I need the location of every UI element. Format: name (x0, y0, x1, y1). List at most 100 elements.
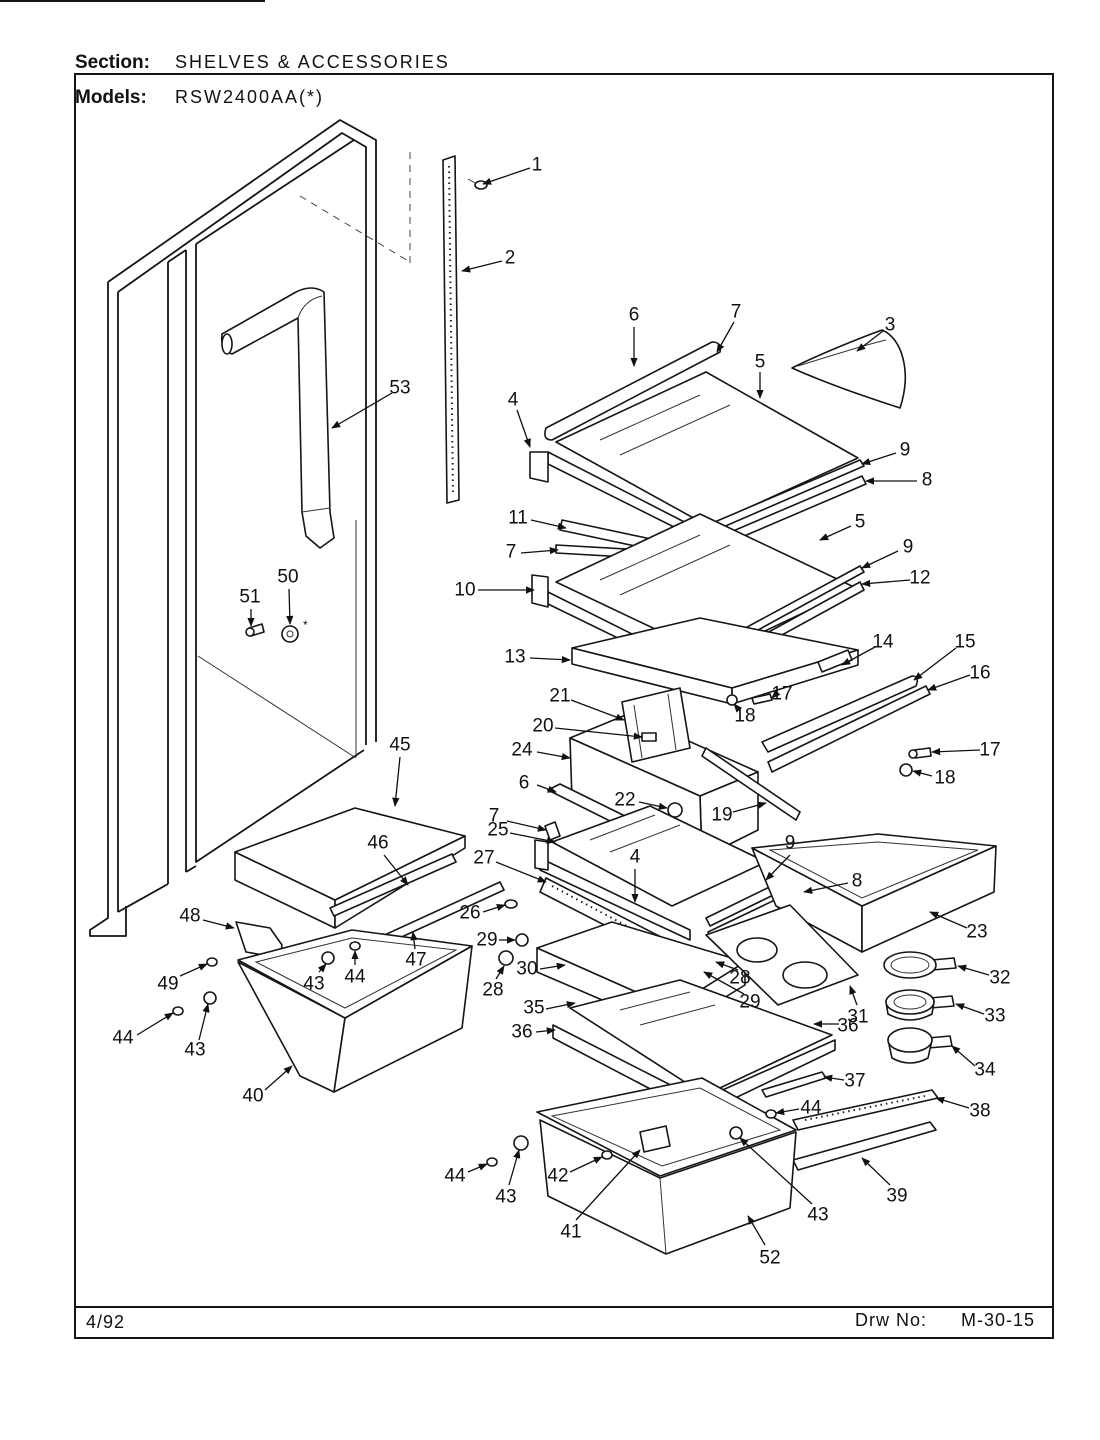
callout-18-leader (733, 703, 743, 713)
part-1-head (474, 180, 488, 190)
models-label: Models: (75, 87, 147, 108)
part-53-body (220, 287, 335, 549)
models-value: RSW2400AA(*) (175, 87, 324, 107)
header: Section: SHELVES & ACCESSORIES Models: R… (75, 52, 448, 108)
callout-16-label: 16 (969, 663, 990, 684)
callout-24-leader (536, 751, 571, 761)
callout-44: 44 (444, 1163, 488, 1187)
callout-53-leader (331, 392, 393, 429)
callout-28-label: 28 (482, 980, 503, 1001)
callout-43-label: 43 (303, 974, 324, 995)
callout-27-label: 27 (473, 848, 494, 869)
callout-32-leader (957, 964, 990, 976)
callout-38: 38 (935, 1096, 991, 1122)
callout-43: 43 (303, 963, 327, 995)
part-20-clip (641, 732, 657, 742)
part-3-lip (797, 339, 887, 367)
part-32-cup (883, 951, 957, 979)
callout-53-label: 53 (389, 378, 410, 399)
callout-46: 46 (367, 833, 409, 886)
callout-23-label: 23 (966, 922, 987, 943)
callout-42: 42 (547, 1156, 603, 1187)
drawing-frame (74, 73, 1054, 1339)
callout-20-label: 20 (532, 716, 553, 737)
part-43-knob-bin-right (729, 1126, 743, 1140)
callout-41: 41 (560, 1149, 641, 1243)
callout-29: 29 (476, 930, 516, 951)
callout-52-label: 52 (759, 1248, 780, 1269)
callout-17-leader (771, 689, 781, 699)
callout-28-label: 28 (729, 968, 750, 989)
part-46-rail (329, 853, 457, 917)
callout-26-leader (482, 904, 506, 913)
section-label: Section: (75, 52, 150, 73)
callout-25: 25 (487, 820, 556, 844)
part-10-bracket (531, 574, 549, 608)
callout-6: 6 (519, 773, 557, 794)
callout-43: 43 (739, 1137, 829, 1226)
callout-8-leader (803, 882, 849, 894)
callout-30-label: 30 (516, 959, 537, 980)
callout-7-leader (716, 321, 735, 353)
callout-9-label: 9 (785, 833, 796, 854)
footer: 4/92 Drw No: M-30-15 (86, 1310, 1034, 1332)
part-53-end (221, 333, 233, 355)
callout-43-label: 43 (495, 1187, 516, 1208)
part-16-rail (767, 685, 931, 773)
callout-13-leader (529, 655, 571, 664)
part-18-washer-upper (726, 694, 738, 706)
callout-17: 17 (771, 684, 793, 705)
callout-48-label: 48 (179, 906, 200, 927)
callout-12-label: 12 (909, 568, 930, 589)
callout-9-label: 9 (900, 440, 911, 461)
callout-17: 17 (931, 740, 1001, 761)
callout-36-label: 36 (837, 1016, 858, 1037)
part-50-mark: * (303, 618, 308, 632)
callout-25-label: 25 (487, 820, 508, 841)
callout-11: 11 (508, 508, 567, 530)
callout-36-label: 36 (511, 1022, 532, 1043)
part-4-bracket (529, 451, 549, 483)
part-50-inner (286, 630, 294, 638)
callout-21-leader (570, 699, 625, 721)
callout-19-leader (732, 801, 767, 813)
callout-33-label: 33 (984, 1006, 1005, 1027)
callout-48-leader (202, 919, 235, 930)
callout-44-leader (136, 1012, 174, 1036)
callout-44-label: 44 (444, 1166, 466, 1187)
callout-9: 9 (861, 537, 913, 569)
drawing-number-label: Drw No: (855, 1310, 927, 1330)
part-19-rail (701, 747, 801, 821)
part-25-reflection (589, 814, 681, 853)
part-49-screw (206, 957, 218, 967)
callout-45: 45 (389, 735, 411, 807)
shelf-bracket-mid (534, 839, 549, 871)
callout-26: 26 (459, 903, 506, 924)
cabinet-floor (117, 865, 197, 913)
callout-18: 18 (912, 768, 956, 789)
callout-7: 7 (716, 302, 741, 353)
cabinet-mullion (167, 249, 187, 884)
part-21-channel (633, 693, 677, 759)
part-28-knob-left (498, 950, 514, 966)
part-50-outer (281, 625, 299, 643)
callout-8-label: 8 (852, 871, 863, 892)
callout-43-leader (508, 1149, 521, 1186)
callout-20-leader (554, 727, 643, 740)
callout-28-leader (495, 965, 505, 980)
callout-44-label: 44 (112, 1028, 134, 1049)
callout-6-label: 6 (629, 305, 640, 326)
part-41-plate (639, 1125, 671, 1153)
callout-48: 48 (179, 906, 235, 930)
callout-35: 35 (523, 998, 576, 1019)
part-33-inner (893, 994, 927, 1010)
part-50-knob (281, 625, 299, 643)
rail-position-dashes (299, 152, 411, 264)
part-26-screw (504, 899, 518, 909)
callout-29-leader (703, 971, 745, 995)
part-44-screw-shelf (349, 941, 361, 951)
callout-9-leader (861, 452, 897, 465)
callout-30: 30 (516, 959, 566, 980)
callout-5-label: 5 (755, 352, 766, 373)
